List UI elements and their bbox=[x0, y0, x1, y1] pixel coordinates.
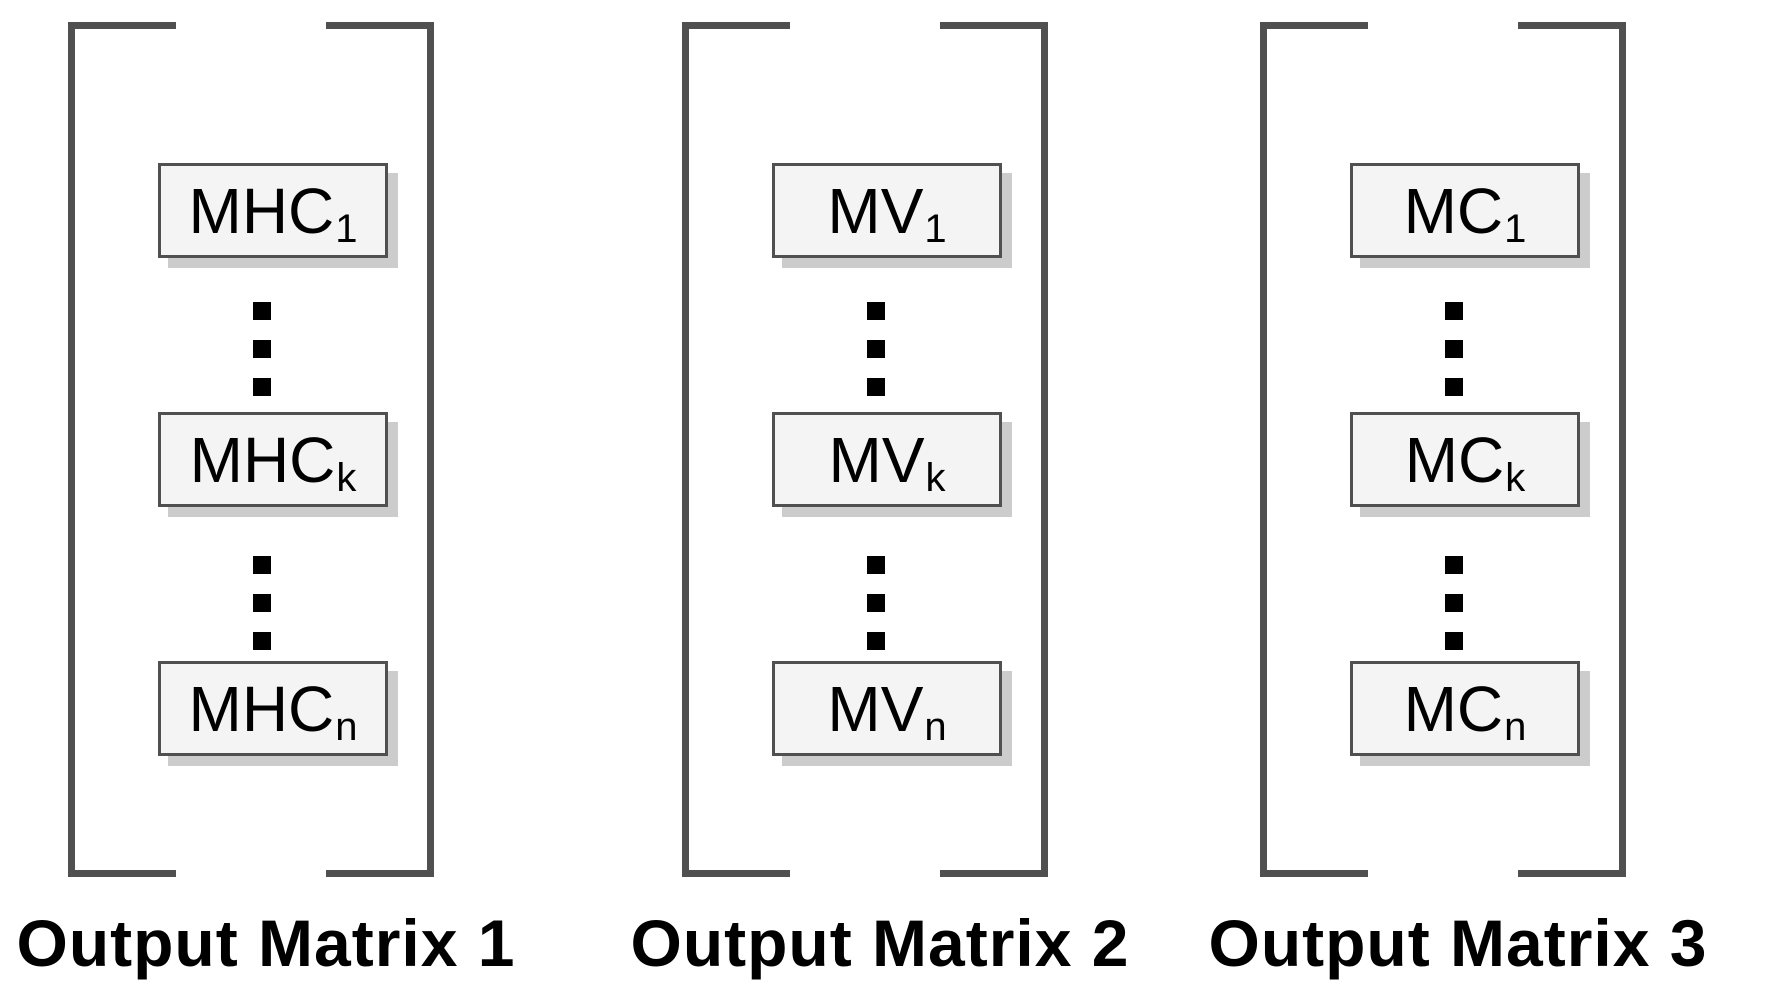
element-subscript: n bbox=[1504, 704, 1527, 749]
element-base: MV bbox=[828, 423, 925, 496]
element-subscript: k bbox=[336, 455, 357, 500]
right-bracket-bottom bbox=[1518, 870, 1626, 877]
matrix-caption: Output Matrix 2 bbox=[630, 906, 1130, 980]
left-bracket-bottom bbox=[1260, 870, 1368, 877]
element-base: MC bbox=[1403, 174, 1504, 247]
right-bracket-top bbox=[940, 22, 1048, 29]
right-bracket-bottom bbox=[326, 870, 434, 877]
left-bracket-vertical bbox=[682, 22, 689, 877]
right-bracket-vertical bbox=[427, 22, 434, 877]
left-bracket-bottom bbox=[682, 870, 790, 877]
right-bracket-vertical bbox=[1041, 22, 1048, 877]
right-bracket-top bbox=[1518, 22, 1626, 29]
right-bracket-bottom bbox=[940, 870, 1048, 877]
element-base: MHC bbox=[188, 672, 335, 745]
element-base: MHC bbox=[189, 423, 336, 496]
left-bracket-vertical bbox=[68, 22, 75, 877]
element-base: MV bbox=[827, 672, 924, 745]
element-subscript: 1 bbox=[335, 206, 358, 251]
element-subscript: n bbox=[335, 704, 358, 749]
element-subscript: 1 bbox=[924, 206, 947, 251]
left-bracket-top bbox=[1260, 22, 1368, 29]
left-bracket-top bbox=[682, 22, 790, 29]
element-base: MHC bbox=[188, 174, 335, 247]
left-bracket-vertical bbox=[1260, 22, 1267, 877]
element-subscript: k bbox=[1505, 455, 1526, 500]
element-subscript: 1 bbox=[1504, 206, 1527, 251]
matrix-caption: Output Matrix 3 bbox=[1208, 906, 1708, 980]
right-bracket-top bbox=[326, 22, 434, 29]
matrix-caption: Output Matrix 1 bbox=[16, 906, 516, 980]
left-bracket-bottom bbox=[68, 870, 176, 877]
element-subscript: n bbox=[924, 704, 947, 749]
element-base: MV bbox=[827, 174, 924, 247]
element-subscript: k bbox=[925, 455, 946, 500]
element-base: MC bbox=[1404, 423, 1505, 496]
right-bracket-vertical bbox=[1619, 22, 1626, 877]
element-base: MC bbox=[1403, 672, 1504, 745]
left-bracket-top bbox=[68, 22, 176, 29]
